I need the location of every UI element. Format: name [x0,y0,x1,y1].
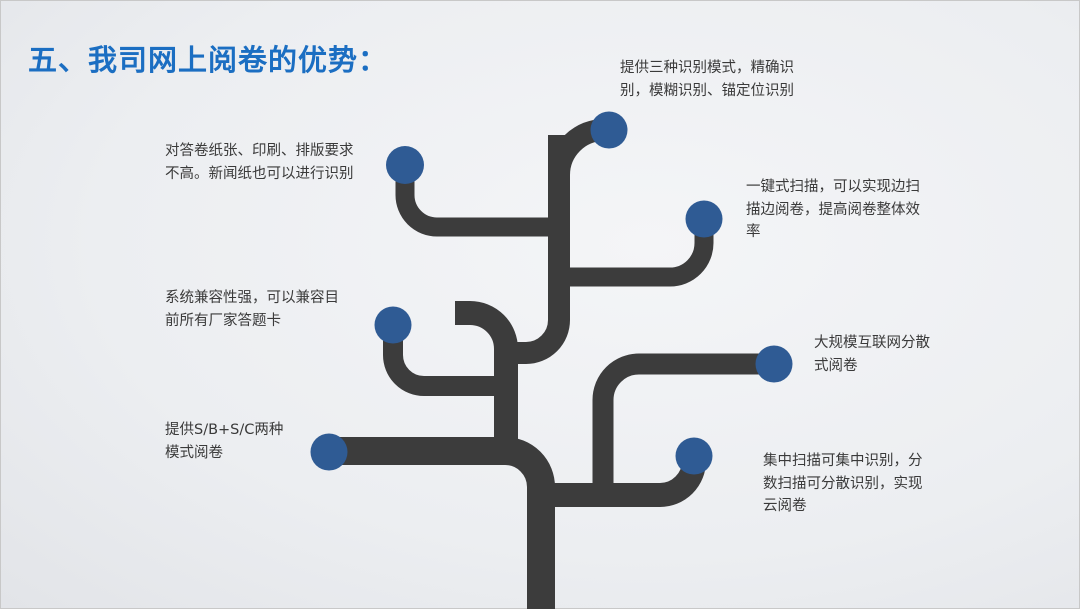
node-dot-right3 [675,437,713,475]
node-dot-right1 [685,200,723,238]
branch-left1 [395,165,559,237]
note-top: 提供三种识别模式，精确识 别，模糊识别、锚定位识别 [620,57,794,102]
branch-right2 [592,353,774,495]
note-line: 系统兼容性强，可以兼容目 [165,290,339,306]
node-dot-right2 [755,345,793,383]
trunk-upper-stem [506,170,570,364]
note-line: 提供S/B+S/C两种 [165,422,284,438]
note-line: 一键式扫描，可以实现边扫 [746,179,920,195]
trunk-middle [455,301,518,451]
note-right2: 大规模互联网分散 式阅卷 [814,332,930,377]
note-line: 对答卷纸张、印刷、排版要求 [165,143,354,159]
note-line: 模式阅卷 [165,444,223,461]
slide-title: 五、我司网上阅卷的优势： [28,43,389,77]
branch-right3 [541,456,706,507]
note-right1: 一键式扫描，可以实现边扫 描边阅卷，提高阅卷整体效 率 [746,176,920,244]
note-line: 率 [746,224,761,240]
note-line: 描边阅卷，提高阅卷整体效 [746,201,920,218]
note-left3: 提供S/B+S/C两种 模式阅卷 [165,419,283,464]
note-line: 云阅卷 [763,498,807,514]
note-line: 大规模互联网分散 [814,335,930,351]
note-line: 前所有厂家答题卡 [165,312,281,329]
note-line: 式阅卷 [814,357,858,374]
branch-right1 [559,219,714,287]
note-line: 数扫描可分散识别，实现 [763,475,923,492]
node-dot-left1 [386,146,424,184]
node-dot-left3 [310,433,348,471]
note-left2: 系统兼容性强，可以兼容目 前所有厂家答题卡 [165,287,339,332]
note-line: 别，模糊识别、锚定位识别 [620,82,794,99]
note-left1: 对答卷纸张、印刷、排版要求 不高。新闻纸也可以进行识别 [165,140,354,185]
branch-left2 [383,325,506,396]
note-line: 集中扫描可集中识别，分 [763,453,923,469]
node-dot-left2 [374,306,412,344]
note-line: 提供三种识别模式，精确识 [620,60,794,76]
node-dot-top [590,111,628,149]
branch-left3-trunk [328,437,555,609]
note-line: 不高。新闻纸也可以进行识别 [165,165,354,182]
note-right3: 集中扫描可集中识别，分 数扫描可分散识别，实现 云阅卷 [763,450,923,518]
